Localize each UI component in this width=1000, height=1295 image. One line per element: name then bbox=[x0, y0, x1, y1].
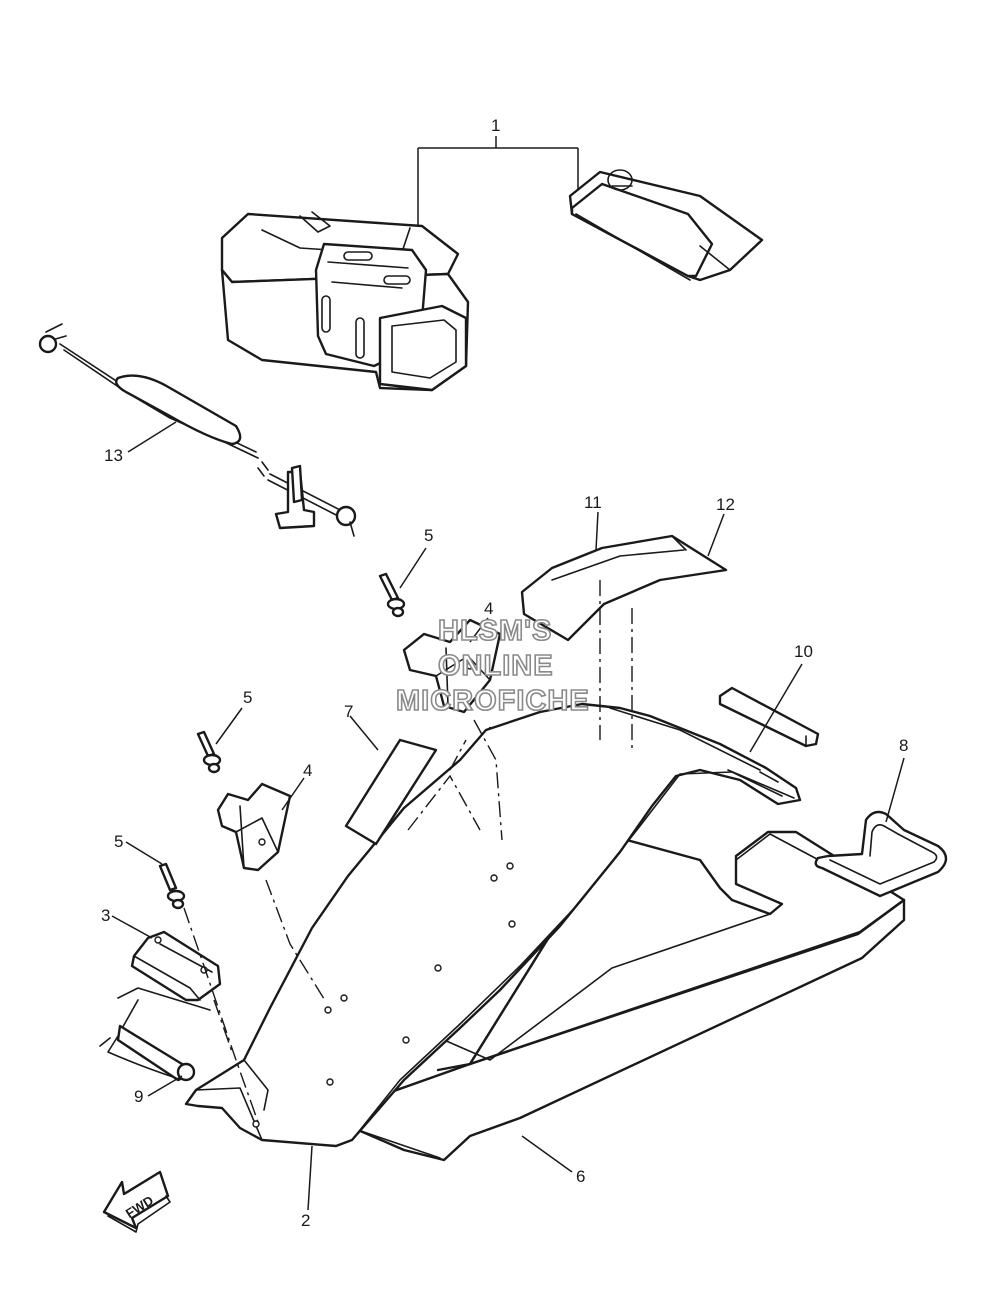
watermark-line-2: ONLINE bbox=[438, 650, 554, 682]
part-4-clip-upper bbox=[402, 617, 503, 841]
callout-8: 8 bbox=[899, 736, 908, 755]
part-1-tool-kit bbox=[220, 136, 764, 392]
part-8-hook bbox=[814, 757, 948, 898]
callout-1: 1 bbox=[491, 116, 500, 135]
callout-12: 12 bbox=[716, 495, 735, 514]
part-9-pin bbox=[99, 987, 211, 1097]
callout-3: 3 bbox=[101, 906, 110, 925]
callout-4-upper: 4 bbox=[484, 599, 493, 618]
callout-4-lower: 4 bbox=[303, 761, 312, 780]
callout-5-upper: 5 bbox=[424, 526, 433, 545]
watermark: HLSM'S ONLINE MICROFICHE bbox=[395, 614, 590, 718]
part-10-rubber-strip bbox=[718, 663, 820, 753]
part-3-hinge bbox=[111, 907, 259, 1123]
part-13-tether-cord bbox=[38, 323, 357, 537]
callout-11: 11 bbox=[584, 493, 602, 512]
callout-5-lower: 5 bbox=[114, 832, 123, 851]
watermark-line-3: MICROFICHE bbox=[396, 685, 590, 717]
part-7-label bbox=[344, 715, 481, 846]
watermark-line-1: HLSM'S bbox=[438, 615, 552, 647]
part-5-rivets bbox=[125, 547, 427, 910]
part-4-clip-lower bbox=[216, 777, 327, 1003]
fwd-direction-arrow: FWD bbox=[102, 1170, 171, 1233]
callout-13: 13 bbox=[104, 446, 123, 465]
part-11-12-strips bbox=[520, 511, 728, 750]
callout-6: 6 bbox=[576, 1167, 585, 1186]
callout-2: 2 bbox=[301, 1211, 310, 1230]
callout-9: 9 bbox=[134, 1087, 143, 1106]
callout-7: 7 bbox=[344, 702, 353, 721]
callout-10: 10 bbox=[794, 642, 813, 661]
callout-5-middle: 5 bbox=[243, 688, 252, 707]
